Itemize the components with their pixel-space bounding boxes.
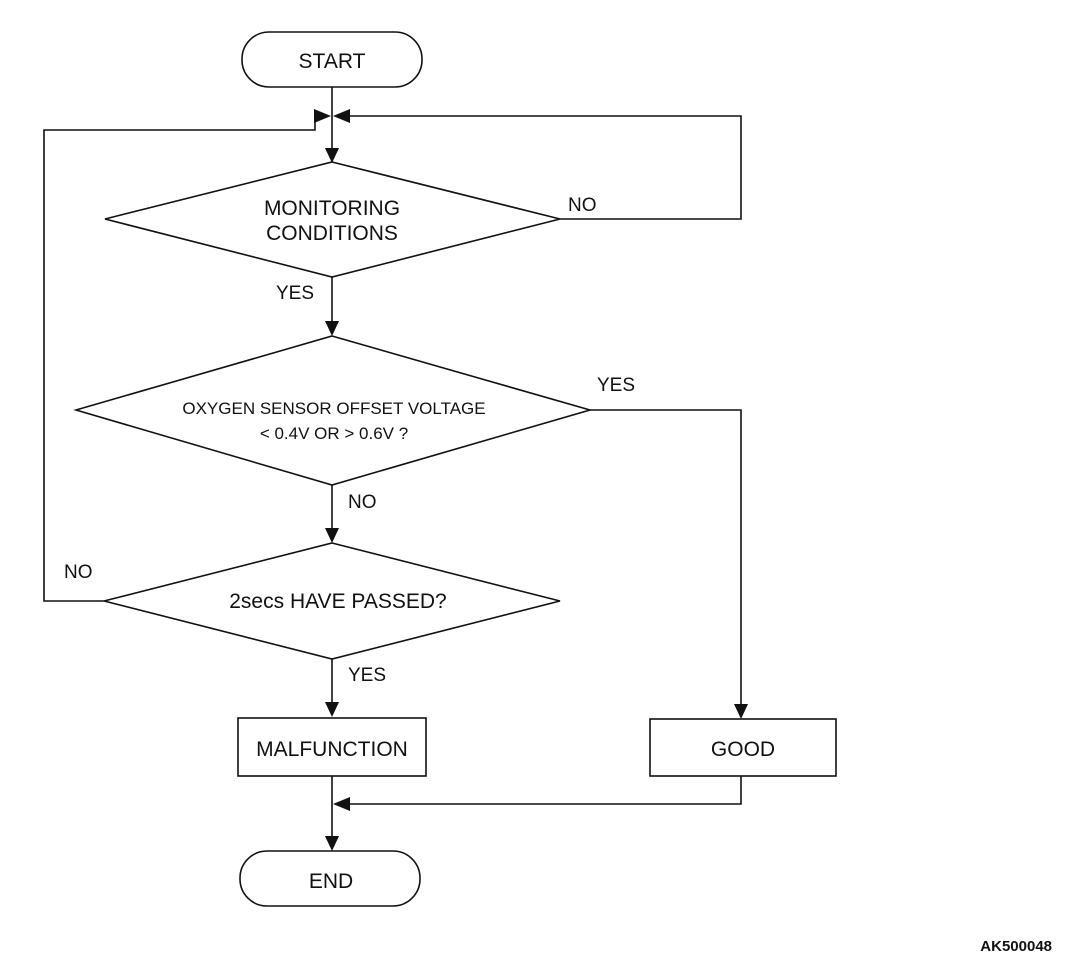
connector-offset-yes — [590, 409, 742, 706]
arrowhead-passed-no — [314, 109, 331, 123]
arrowhead-monitoring — [325, 148, 339, 163]
end-terminal — [239, 850, 421, 907]
passed-no-label: NO — [64, 562, 93, 583]
monitoring-yes-label: YES — [276, 283, 314, 304]
end-label: END — [309, 870, 353, 893]
arrowhead-passed — [325, 528, 339, 543]
offset-label-line2: < 0.4V OR > 0.6V ? — [260, 424, 408, 443]
connector-passed-no-loop — [43, 118, 316, 602]
monitoring-label-line2: CONDITIONS — [266, 222, 398, 245]
good-box — [649, 718, 837, 777]
connector-good-end — [348, 776, 742, 805]
figure-code: AK500048 — [980, 938, 1052, 955]
malfunction-box — [237, 717, 427, 777]
offset-yes-label: YES — [597, 375, 635, 396]
connector-monitoring-no-loop — [348, 115, 742, 220]
passed-yes-label: YES — [348, 665, 386, 686]
arrowhead-offset — [325, 321, 339, 336]
offset-label-line1: OXYGEN SENSOR OFFSET VOLTAGE — [182, 399, 485, 418]
monitoring-no-label: NO — [568, 195, 597, 216]
passed-label: 2secs HAVE PASSED? — [229, 590, 446, 613]
arrowhead-end — [325, 836, 339, 851]
monitoring-label-line1: MONITORING — [264, 197, 400, 220]
malfunction-label: MALFUNCTION — [256, 738, 408, 761]
arrowhead-malfunction — [325, 702, 339, 717]
start-label: START — [299, 50, 366, 73]
good-label: GOOD — [711, 738, 775, 761]
arrowhead-good — [734, 704, 748, 719]
arrowhead-good-merge — [333, 797, 350, 811]
arrowhead-monitoring-no — [333, 109, 350, 123]
offset-no-label: NO — [348, 492, 377, 513]
